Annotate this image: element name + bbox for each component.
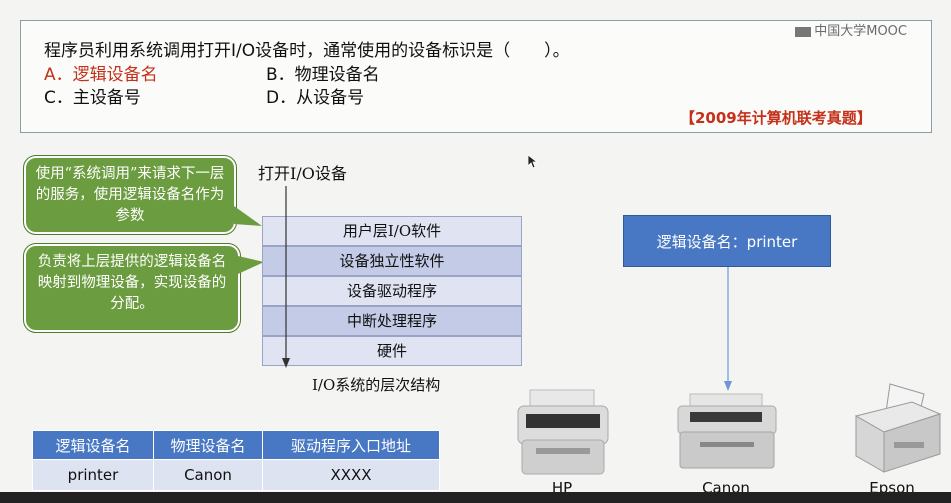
down-arrow-icon	[282, 186, 290, 368]
exam-source: 【2009年计算机联考真题】	[680, 109, 872, 127]
option-a: A．逻辑设备名	[44, 65, 158, 85]
device-mapping-table: 逻辑设备名 物理设备名 驱动程序入口地址 printer Canon XXXX	[32, 430, 440, 491]
question-stem: 程序员利用系统调用打开I/O设备时，通常使用的设备标识是（ ）。	[44, 41, 570, 61]
option-c: C．主设备号	[44, 88, 141, 108]
stack-top-label: 打开I/O设备	[258, 164, 347, 183]
option-d: D．从设备号	[266, 88, 365, 108]
video-bottom-bar	[0, 492, 951, 503]
layer-interrupt-handler: 中断处理程序	[262, 306, 522, 336]
layer-user-io: 用户层I/O软件	[262, 216, 522, 246]
stack-caption: I/O系统的层次结构	[312, 376, 441, 394]
col-physical: 物理设备名	[153, 430, 263, 460]
table-row: printer Canon XXXX	[32, 459, 440, 491]
bubble-system-call: 使用“系统调用”来请求下一层的服务，使用逻辑设备名作为参数	[23, 155, 237, 235]
option-b: B．物理设备名	[266, 65, 380, 85]
mooc-watermark: 中国大学MOOC	[795, 20, 907, 39]
layer-device-driver: 设备驱动程序	[262, 276, 522, 306]
mooc-logo-icon	[795, 26, 812, 37]
col-logical: 逻辑设备名	[32, 430, 154, 460]
col-driver-entry: 驱动程序入口地址	[262, 430, 440, 460]
bubble-device-mapping: 负责将上层提供的逻辑设备名映射到物理设备，实现设备的分配。	[23, 243, 241, 333]
printer-canon-icon	[677, 393, 777, 469]
watermark-text: 中国大学MOOC	[814, 24, 907, 39]
bubble-tail-bottom	[238, 256, 264, 274]
cell-physical: Canon	[153, 459, 263, 491]
printer-hp-icon	[517, 389, 609, 475]
layer-device-independent: 设备独立性软件	[262, 246, 522, 276]
layer-hardware: 硬件	[262, 336, 522, 366]
printer-epson-icon	[854, 383, 942, 473]
cell-logical: printer	[32, 459, 154, 491]
logical-name-box: 逻辑设备名：printer	[623, 215, 831, 267]
arrow-to-canon-icon	[724, 267, 732, 391]
cell-driver-entry: XXXX	[262, 459, 440, 491]
question-box	[20, 20, 932, 133]
bubble-tail-top	[234, 206, 262, 226]
table-header-row: 逻辑设备名 物理设备名 驱动程序入口地址	[32, 430, 440, 460]
mouse-cursor-icon	[528, 155, 538, 169]
